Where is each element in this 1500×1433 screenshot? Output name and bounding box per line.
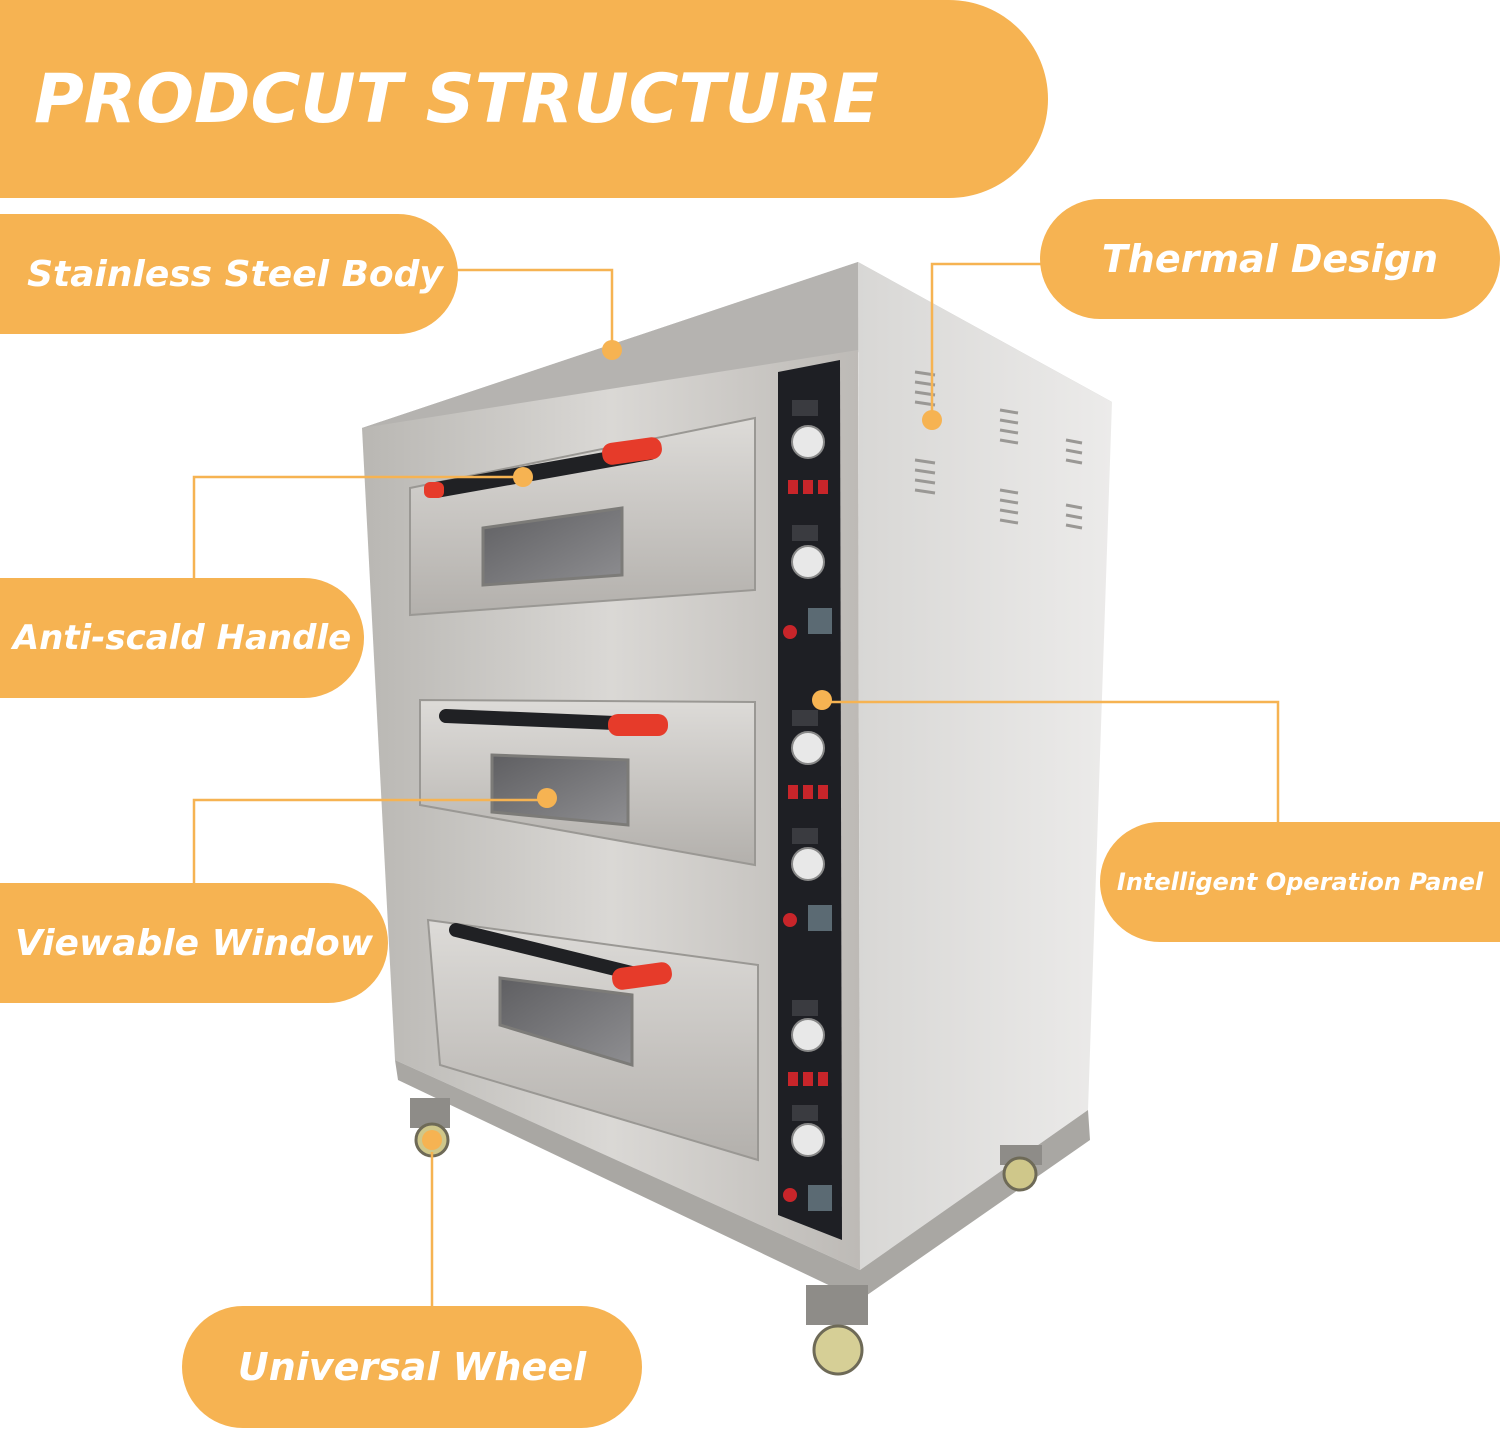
control-panel — [778, 360, 842, 1240]
panel-controls — [783, 400, 832, 1211]
deck-2-handle — [439, 709, 647, 731]
deck-3-window — [498, 976, 634, 1068]
deck-3-handle — [449, 923, 647, 982]
deck-2-window — [490, 753, 630, 827]
callout-label: Anti-scald Handle — [12, 618, 352, 658]
callout-label: Thermal Design — [1101, 237, 1439, 281]
callout-intelligent-operation-panel: Intelligent Operation Panel — [1100, 822, 1500, 942]
callout-label: Intelligent Operation Panel — [1116, 868, 1484, 896]
callout-label: Universal Wheel — [237, 1345, 587, 1389]
page-title: PRODCUT STRUCTURE — [34, 59, 879, 139]
wheels — [410, 1098, 1042, 1376]
leader-lines — [192, 262, 1280, 1306]
callout-thermal-design: Thermal Design — [1040, 199, 1500, 319]
callout-universal-wheel: Universal Wheel — [182, 1306, 642, 1428]
oven-base — [395, 1060, 1090, 1300]
leader-dots — [422, 340, 942, 1150]
callout-anti-scald-handle: Anti-scald Handle — [0, 578, 364, 698]
callout-label: Viewable Window — [14, 922, 374, 964]
callout-stainless-steel-body: Stainless Steel Body — [0, 214, 458, 334]
deck-1-window — [481, 506, 624, 587]
title-banner: PRODCUT STRUCTURE — [0, 0, 1048, 198]
oven-side-panel — [858, 262, 1112, 1270]
callout-label: Stainless Steel Body — [27, 253, 443, 295]
callout-viewable-window: Viewable Window — [0, 883, 388, 1003]
